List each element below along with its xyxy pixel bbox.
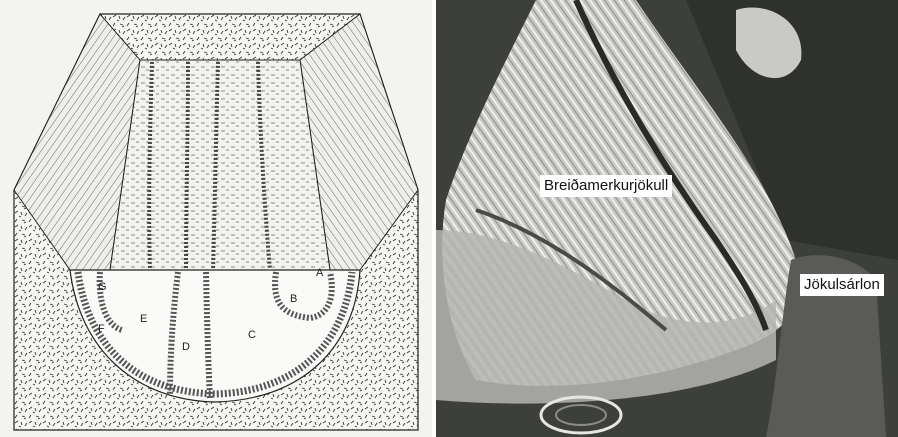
- moraine-letter-c: C: [248, 329, 256, 341]
- moraine-letter-e: E: [140, 313, 147, 325]
- glacier-name-label: Breiðamerkurjökull: [540, 175, 672, 197]
- glacier-diagram-panel: A B C D E F G: [0, 0, 432, 437]
- moraine-letter-a: A: [316, 267, 324, 279]
- moraine-letter-g: G: [98, 281, 107, 293]
- glacier-diagram: A B C D E F G: [0, 0, 432, 437]
- moraine-letter-d: D: [182, 341, 190, 353]
- moraine-letter-b: B: [290, 293, 297, 305]
- glacier-surface: [110, 60, 330, 270]
- satellite-photo: [436, 0, 898, 437]
- lagoon-name-label: Jökulsárlon: [800, 274, 884, 296]
- satellite-photo-panel: Breiðamerkurjökull Jökulsárlon: [436, 0, 898, 437]
- moraine-letter-f: F: [98, 323, 105, 335]
